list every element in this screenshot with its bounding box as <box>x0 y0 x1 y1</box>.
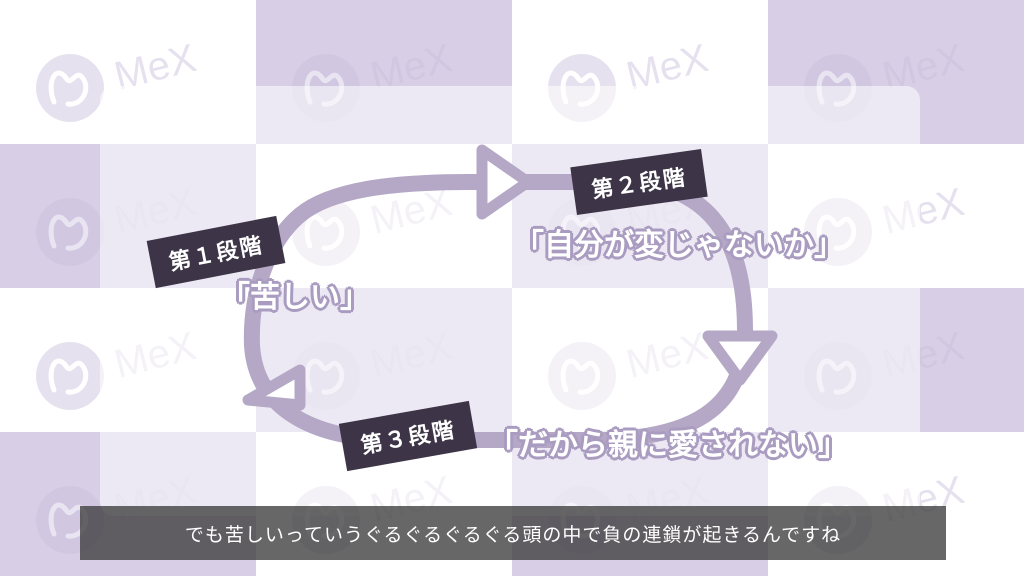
stage-2-text: 「自分が変じゃないか」 <box>514 228 844 263</box>
triangle-arrow-icon <box>702 330 778 386</box>
stage-3-text: 「だから親に愛されない」 <box>488 428 848 463</box>
cycle-loop <box>243 174 754 448</box>
triangle-arrow-icon <box>476 144 534 220</box>
triangle-arrow-icon <box>242 364 306 411</box>
stage-1-text: 「苦しい」 <box>220 280 370 315</box>
subtitle-bar: でも苦しいっていうぐるぐるぐるぐる頭の中で負の連鎖が起きるんですね <box>80 506 946 560</box>
subtitle-text: でも苦しいっていうぐるぐるぐるぐる頭の中で負の連鎖が起きるんですね <box>184 523 842 546</box>
